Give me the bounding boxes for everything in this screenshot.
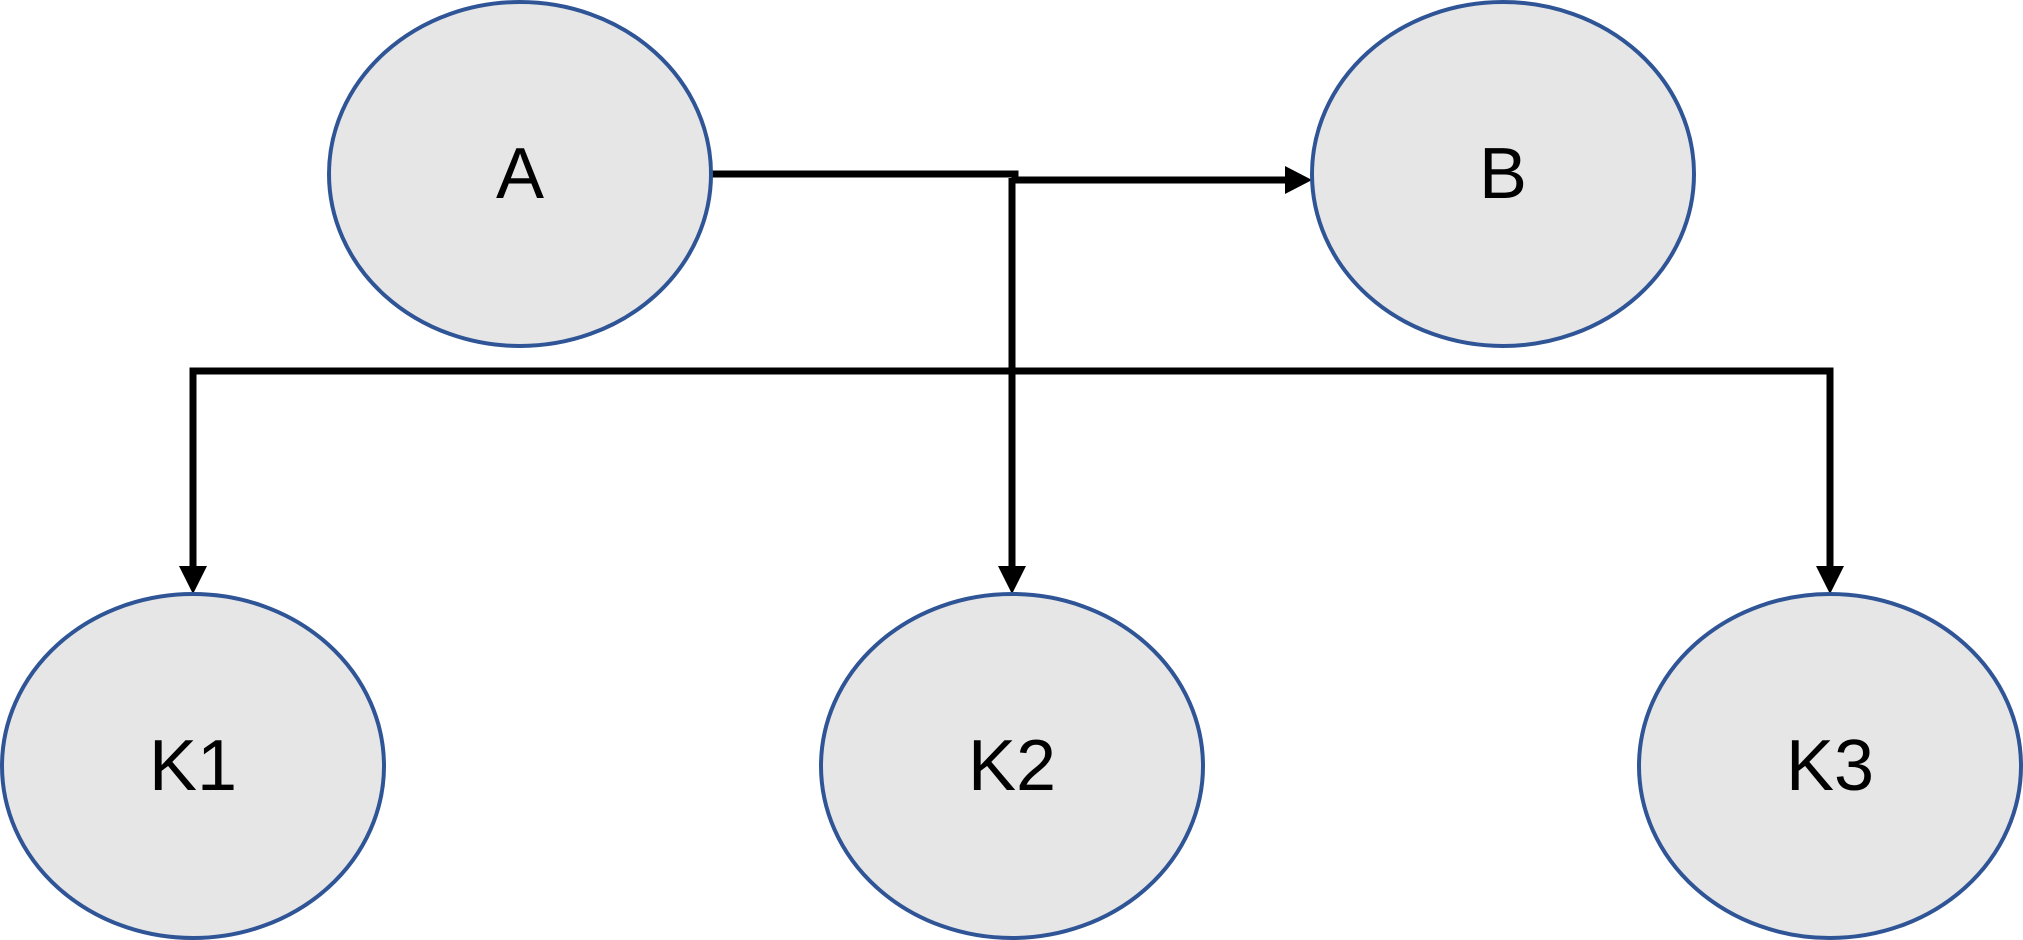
node-b: B	[1310, 0, 1696, 348]
node-a-shape	[327, 0, 713, 348]
node-k2-shape	[819, 592, 1205, 940]
node-k3-label: K3	[1786, 726, 1874, 806]
arrowhead-k2	[998, 566, 1026, 594]
node-k3: K3	[1637, 592, 2023, 940]
edge-a-to-b	[710, 170, 1290, 184]
node-b-label: B	[1479, 134, 1527, 214]
edge-a-to-k3	[1012, 367, 1834, 570]
arrowhead-b	[1285, 166, 1312, 194]
arrowhead-k1	[179, 566, 207, 594]
node-k1-label: K1	[149, 726, 237, 806]
node-a: A	[327, 0, 713, 348]
edges	[179, 166, 1844, 594]
node-k3-shape	[1637, 592, 2023, 940]
node-k2: K2	[819, 592, 1205, 940]
arrowhead-k3	[1816, 566, 1844, 594]
node-k1-shape	[0, 592, 386, 940]
node-k2-label: K2	[968, 726, 1056, 806]
node-k1: K1	[0, 592, 386, 940]
node-b-shape	[1310, 0, 1696, 348]
edge-a-to-k1	[189, 367, 1012, 570]
node-a-label: A	[496, 134, 544, 214]
